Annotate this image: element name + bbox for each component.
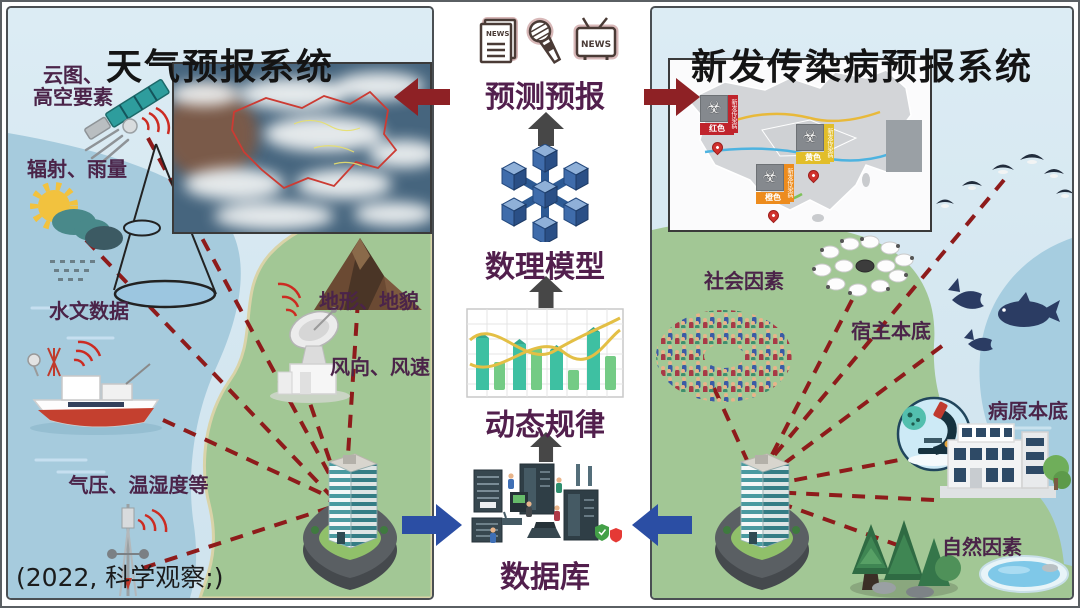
satellite-icon [84, 79, 171, 166]
weather-mast-icon [107, 504, 168, 597]
up-arrow-icon [529, 276, 563, 308]
forecast-to-epidemic-arrow [644, 78, 700, 116]
fish-icon [948, 278, 1060, 352]
math-model-icon [501, 144, 589, 242]
epidemic-marker-red: ☣ 红色 新发传染病 [700, 95, 738, 135]
database-stage-label: 数据库 [500, 560, 590, 595]
sun-rain-icon [30, 182, 123, 281]
route-yellow [729, 110, 881, 124]
svg-text:NEWS: NEWS [486, 30, 509, 38]
epidemic-to-database-arrow [632, 504, 692, 546]
crowd-icon [656, 310, 792, 402]
label-hydrology-data: 水文数据 [49, 299, 129, 323]
lab-building-icon [940, 423, 1071, 498]
weather-to-database-arrow [402, 504, 462, 546]
sea-ripples [30, 306, 115, 474]
label-terrain-landform: 地形、地貌 [319, 289, 419, 313]
sheep-flock-icon [812, 235, 914, 297]
label-pressure-humidity: 气压、温湿度等 [68, 473, 209, 497]
media-icons: NEWS NEWS [479, 17, 619, 64]
dynamics-stage-label: 动态规律 [485, 408, 605, 443]
up-arrow-icon [528, 112, 564, 146]
map-legend-box [886, 120, 922, 172]
forecast-stage-label: 预测预报 [485, 80, 605, 115]
chart-trend-lines [468, 316, 621, 369]
microphone-icon [526, 17, 562, 64]
alert-level-label: 橙色 [756, 192, 790, 204]
biohazard-icon: ☣ [756, 164, 784, 191]
weather-panel-title: 天气预报系统 [105, 47, 334, 89]
dynamics-chart-icon [466, 308, 624, 398]
epidemic-building [715, 453, 809, 590]
svg-text:NEWS: NEWS [581, 40, 611, 50]
marker-side-label: 新发传染病 [824, 124, 834, 162]
citation-text: (2022, 科学观察;) [16, 563, 224, 592]
label-natural-factors: 自然因素 [942, 535, 1022, 559]
database-icon [471, 463, 622, 543]
tv-icon: NEWS [573, 17, 619, 60]
satellite-cloud-image [172, 62, 432, 234]
label-radiation-rainfall: 辐射、雨量 [27, 157, 127, 181]
security-shields [595, 524, 622, 543]
sensing-cone [113, 143, 217, 309]
epidemic-map: ☣ 红色 新发传染病 ☣ 黄色 新发传染病 ☣ 橙色 新发传染病 [668, 58, 932, 232]
server-racks [471, 463, 599, 543]
epidemic-marker-yellow: ☣ 黄色 新发传染病 [796, 124, 834, 164]
weather-panel: 天气预报系统 云图、 高空要素 辐射、雨量 水文数据 地形、地貌 风向、风速 气… [6, 6, 434, 600]
pond-icon [979, 555, 1069, 593]
chart-bars [476, 327, 616, 390]
radar-station-icon [270, 282, 350, 403]
research-ship-icon [27, 340, 162, 435]
alert-level-label: 红色 [700, 123, 734, 135]
cloud-map-graphic [174, 64, 430, 232]
marker-side-label: 新发传染病 [784, 164, 794, 202]
marker-side-label: 新发传染病 [728, 95, 738, 133]
biohazard-icon: ☣ [700, 95, 728, 122]
forest-icon [850, 520, 961, 598]
label-social-factors: 社会因素 [704, 269, 784, 293]
weather-building [303, 453, 397, 590]
migrating-birds-icon [936, 154, 1072, 208]
epidemic-panel: ☣ 红色 新发传染病 ☣ 黄色 新发传染病 ☣ 橙色 新发传染病 新发传染病预报… [650, 6, 1074, 600]
forecast-to-weather-arrow [394, 78, 450, 116]
china-outline [231, 90, 398, 190]
epidemic-marker-orange: ☣ 橙色 新发传染病 [756, 164, 794, 204]
staff-figures [490, 473, 562, 543]
biohazard-icon: ☣ [796, 124, 824, 151]
label-wind-direction-speed: 风向、风速 [330, 355, 430, 379]
label-cloud-elements: 云图、 高空要素 [33, 63, 113, 110]
model-stage-label: 数理模型 [485, 250, 605, 285]
sea-area [8, 133, 241, 598]
mountain-icon [314, 238, 422, 310]
newspaper-icon: NEWS [479, 17, 518, 64]
alert-level-label: 黄色 [796, 152, 830, 164]
label-host-background: 宿主本底 [851, 319, 931, 343]
up-arrow-icon [530, 432, 562, 462]
label-pathogen-background: 病原本底 [988, 399, 1068, 423]
epidemic-panel-title: 新发传染病预报系统 [690, 47, 1033, 89]
